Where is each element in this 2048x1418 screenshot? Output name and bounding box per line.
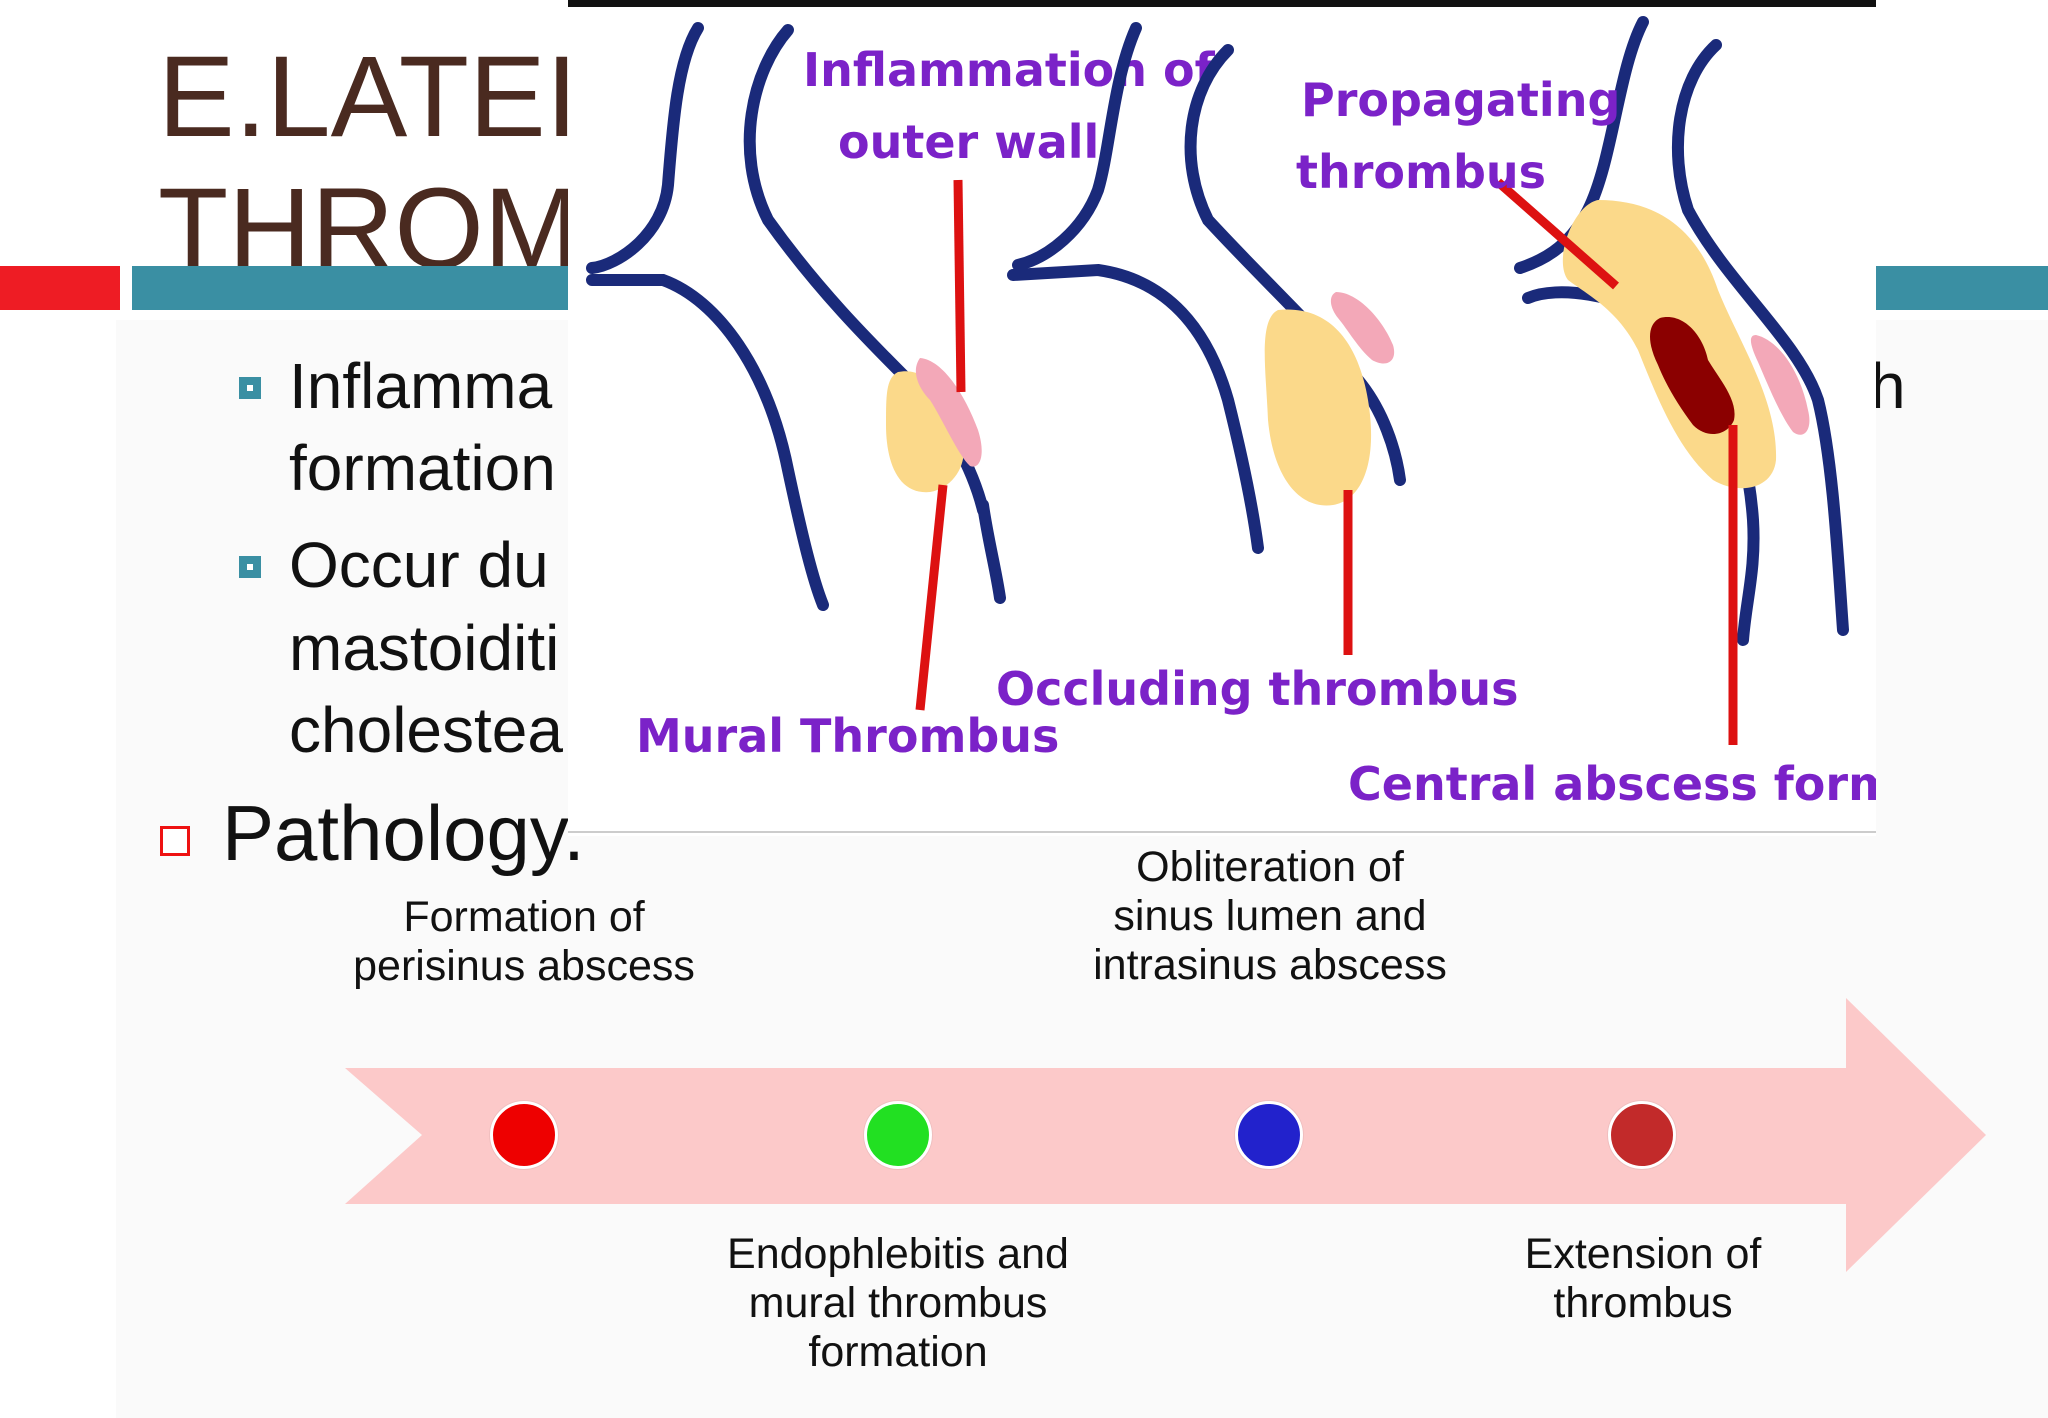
bullet-square-icon (239, 556, 261, 578)
label-occluding-thrombus: Occluding thrombus (996, 662, 1519, 716)
bullet-1-line-2: formation (289, 432, 556, 504)
label-central-abscess: Central abscess formation (1348, 757, 1876, 811)
label-inflammation-line-2: outer wall (838, 115, 1099, 169)
timeline-label-obliteration: Obliteration of sinus lumen and intrasin… (1093, 843, 1447, 989)
bullet-2-line-2: mastoiditi (289, 612, 560, 684)
hollow-square-bullet-icon (160, 826, 190, 856)
timeline-dot-endophlebitis (864, 1101, 932, 1169)
vessel-panel-3: Propagating thrombus Central abscess for… (1296, 16, 1876, 811)
timeline-label-extension: Extension of thrombus (1524, 1230, 1762, 1327)
figure-top-border (568, 0, 1876, 7)
timeline-dot-extension (1608, 1101, 1676, 1169)
vessel-panel-2: Occluding thrombus (996, 22, 1519, 716)
label-mural-thrombus: Mural Thrombus (636, 709, 1059, 763)
label-propagating-line-1: Propagating (1301, 73, 1620, 127)
timeline-dot-obliteration (1235, 1101, 1303, 1169)
bullet-2-line-3: cholestea (289, 694, 563, 766)
bullet-square-icon (239, 377, 261, 399)
pathology-heading: Pathology. (222, 789, 585, 877)
bullet-2-line-1: Occur du (289, 529, 549, 601)
timeline-label-endophlebitis: Endophlebitis and mural thrombus formati… (727, 1230, 1069, 1376)
header-accent-bar-red (0, 266, 120, 310)
timeline-label-perisinus-abscess: Formation of perisinus abscess (353, 893, 695, 990)
vessel-panel-1: Inflammation of outer wall Mural Thrombu… (586, 22, 1216, 763)
bullet-1-line-1: Inflamma (289, 350, 553, 422)
thrombus-stages-figure: Inflammation of outer wall Mural Thrombu… (568, 0, 1876, 836)
label-propagating-line-2: thrombus (1296, 145, 1546, 199)
timeline-dot-perisinus-abscess (490, 1101, 558, 1169)
slide-title-line-1: E.LATEI (158, 33, 578, 161)
label-inflammation-line-1: Inflammation of (803, 43, 1216, 97)
